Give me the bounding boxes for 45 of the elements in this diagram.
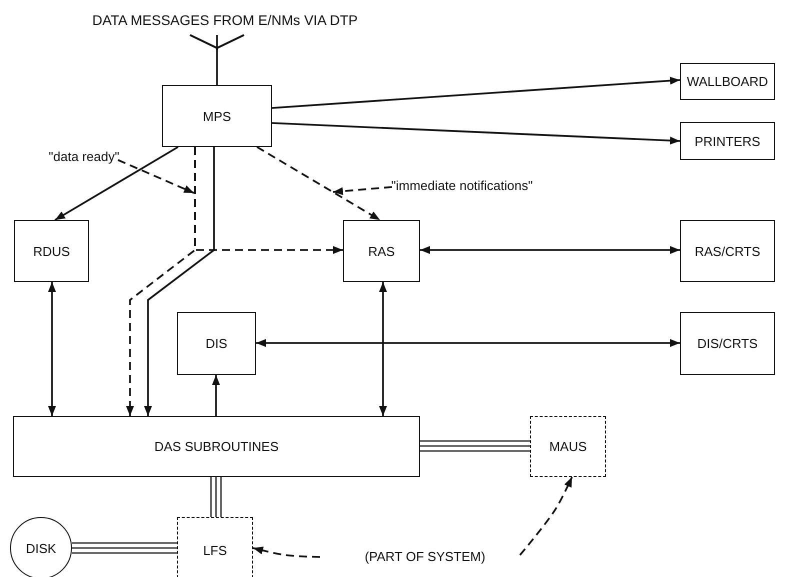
box-label: RDUS [33,244,70,258]
process-box [680,220,775,282]
annotation-text: "data ready" [48,148,120,164]
circle-label: DISK [26,540,56,556]
box-label: DIS [206,336,228,351]
arrow [272,76,680,109]
box-label: MAUS [549,439,587,454]
arrow [48,282,56,416]
arrow [519,476,573,556]
process-box [680,312,775,375]
arrow [272,122,680,145]
process-box [680,63,775,100]
arrow [212,375,220,416]
arrow [54,146,178,221]
heading-text: DATA MESSAGES FROM E/NMs VIA DTP [92,12,358,28]
arrow [379,282,387,416]
arrow [252,546,320,558]
annotation-text: "immediate notifications" [391,178,533,192]
arrow [144,147,215,416]
box-label: DIS/CRTS [697,336,758,351]
leader-line [118,159,194,194]
process-box [13,416,420,477]
dashed-box [530,416,606,477]
process-box [680,122,775,160]
arrow [419,440,531,452]
box-label: PRINTERS [694,134,760,148]
process-box [177,312,256,375]
arrow [194,147,343,254]
arrow [256,146,380,221]
annotation-text: (PART OF SYSTEM) [364,548,486,564]
box-label: LFS [203,542,227,558]
box-label: RAS [368,244,395,258]
process-box [343,220,420,282]
box-label: RAS/CRTS [694,244,760,258]
box-label: DAS SUBROUTINES [154,439,279,454]
dashed-box [177,517,253,577]
leader-line [332,186,392,196]
process-box [14,220,89,282]
box-label: WALLBOARD [686,74,768,89]
arrow [420,246,680,254]
box-label: MPS [202,108,232,124]
arrow [256,339,680,347]
arrow [210,476,222,518]
arrow [71,542,178,554]
process-box [162,85,272,147]
